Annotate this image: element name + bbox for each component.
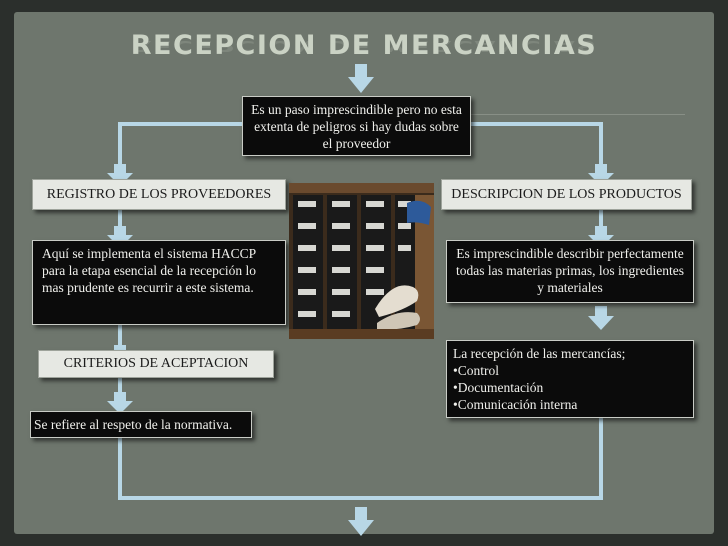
connector-top-left-vertical: [118, 122, 122, 170]
product-description-heading: DESCRIPCION DE LOS PRODUCTOS: [441, 179, 692, 210]
connector-left-mid: [118, 210, 122, 232]
materials-box: Es imprescindible describir perfectament…: [446, 240, 694, 303]
slide-title-reflection: RECEPCION DE MERCANCIAS: [130, 36, 598, 54]
arrow-down-icon: [107, 226, 133, 248]
criteria-box: Se refiere al respeto de la normativa.: [30, 411, 252, 438]
list-item: •Comunicación interna: [453, 397, 578, 412]
intro-box: Es un paso imprescindible pero no esta e…: [242, 96, 471, 156]
connector-bottom-right-vertical: [599, 418, 603, 500]
connector-right-mid: [599, 210, 603, 232]
supplier-registry-heading: REGISTRO DE LOS PROVEEDORES: [32, 179, 286, 210]
connector-left-lower: [118, 325, 122, 351]
reception-title: La recepción de las mercancías;: [453, 346, 626, 361]
haccp-text: Aquí se implementa el sistema HACCP para…: [42, 246, 256, 295]
arrow-down-icon: [588, 164, 614, 186]
arrow-down-icon: [348, 507, 374, 536]
arrow-down-icon: [348, 64, 374, 93]
connector-bottom-horizontal: [118, 496, 603, 500]
reception-box: La recepción de las mercancías; •Control…: [446, 340, 694, 418]
acceptance-criteria-heading: CRITERIOS DE ACEPTACION: [38, 350, 274, 378]
connector-top-right-vertical: [599, 122, 603, 170]
connector-bottom-left-vertical: [118, 438, 122, 500]
acceptance-criteria-label: CRITERIOS DE ACEPTACION: [63, 356, 249, 371]
arrow-down-icon: [107, 392, 133, 414]
intro-text: Es un paso imprescindible pero no esta e…: [251, 102, 462, 151]
criteria-text: Se refiere al respeto de la normativa.: [34, 417, 233, 432]
supplier-registry-label: REGISTRO DE LOS PROVEEDORES: [46, 187, 272, 202]
list-item: •Documentación: [453, 380, 544, 395]
product-description-label: DESCRIPCION DE LOS PRODUCTOS: [451, 187, 682, 202]
connector-left-criteria: [118, 378, 122, 400]
arrow-down-icon: [107, 164, 133, 186]
haccp-box: Aquí se implementa el sistema HACCP para…: [32, 240, 286, 325]
arrow-down-icon: [588, 226, 614, 248]
reception-list: •Control •Documentación •Comunicación in…: [453, 362, 687, 413]
arrow-down-icon: [588, 306, 614, 330]
shoe-rack-photo: [289, 183, 434, 339]
materials-text: Es imprescindible describir perfectament…: [456, 246, 684, 295]
slide-title: RECEPCION DE MERCANCIAS: [130, 30, 598, 61]
list-item: •Control: [453, 363, 499, 378]
